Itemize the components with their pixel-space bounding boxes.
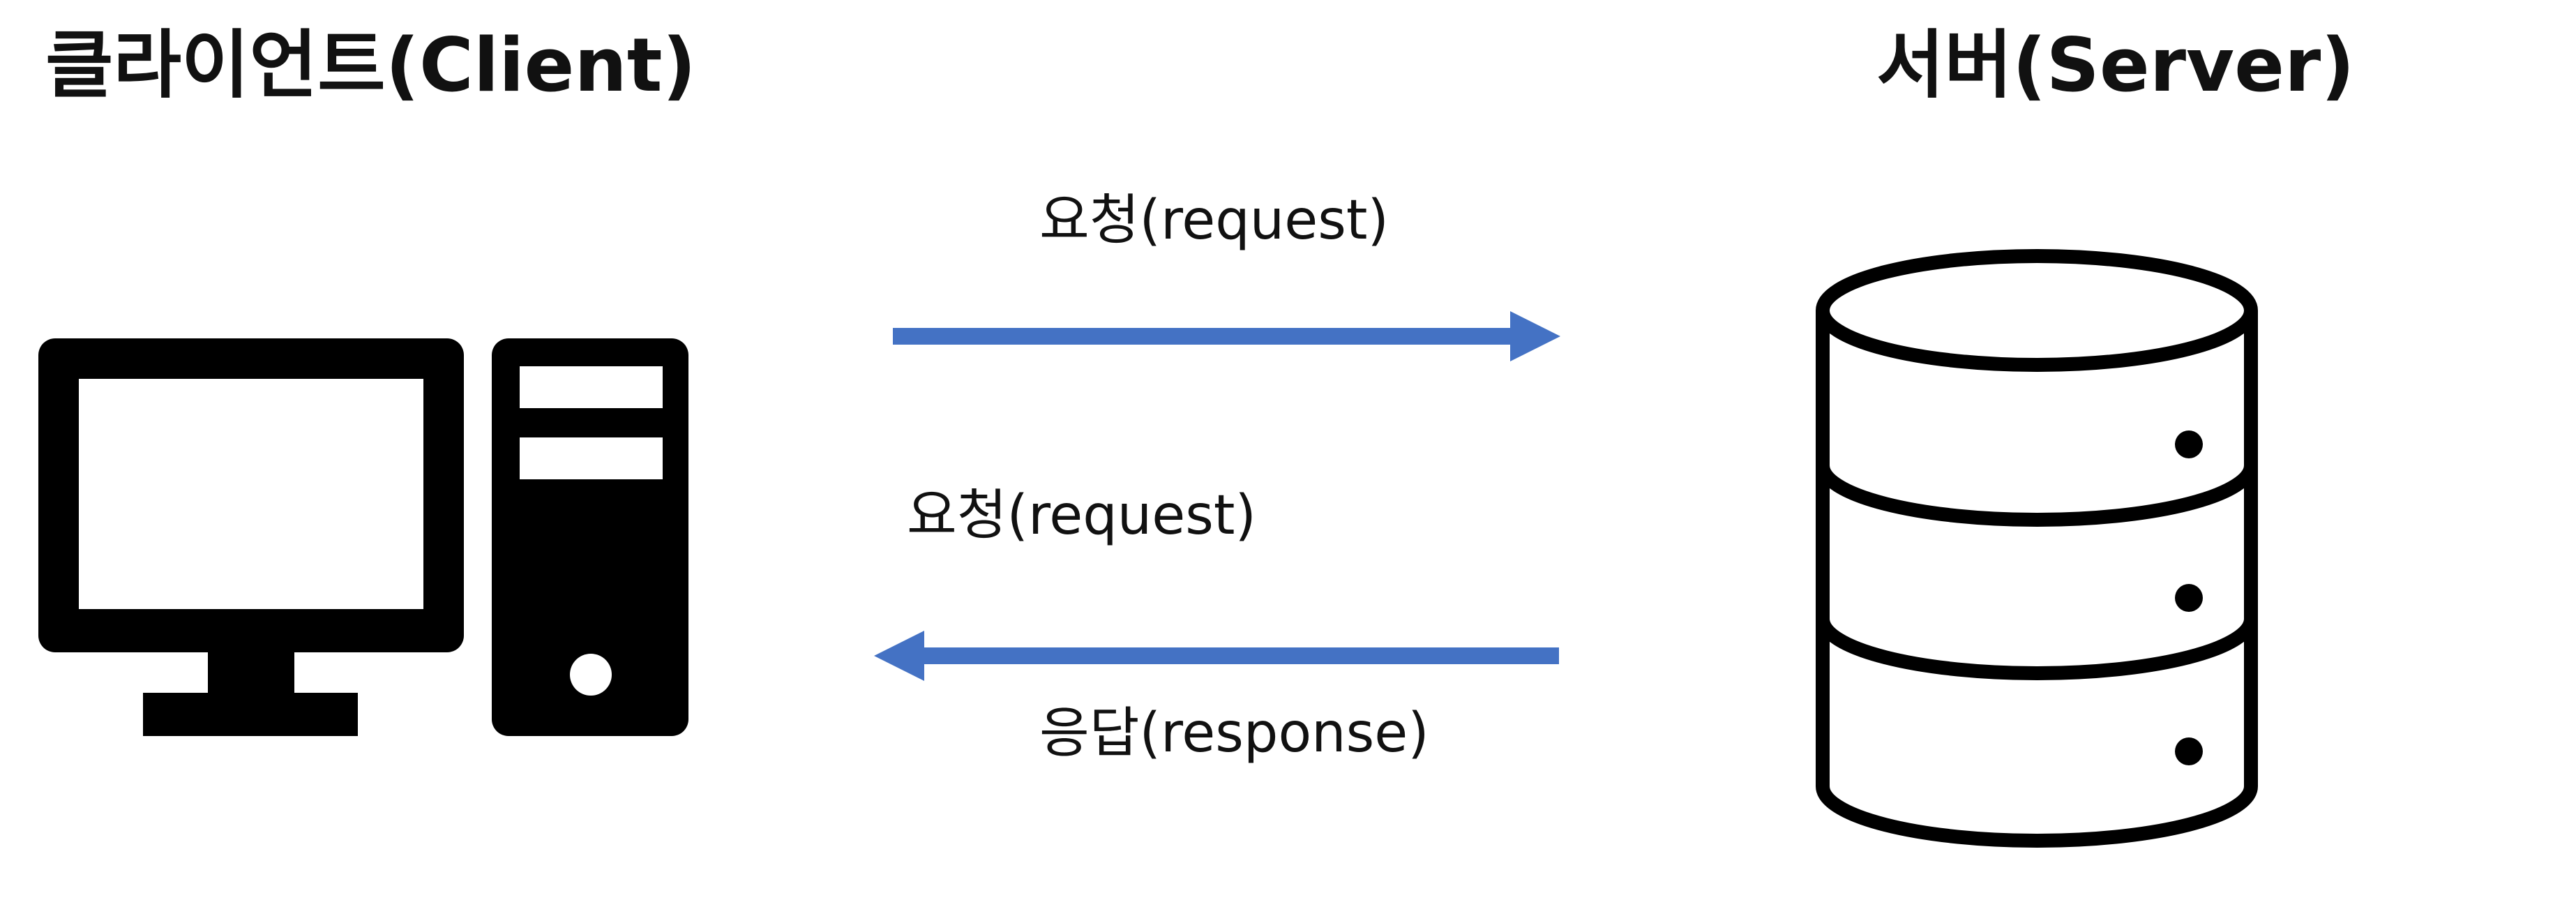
database-server-icon <box>1816 249 2258 848</box>
monitor-neck <box>208 652 294 694</box>
cylinder-divider-2 <box>1816 618 2258 680</box>
monitor-screen <box>79 379 423 609</box>
server-indicator-dot-2 <box>2175 584 2203 612</box>
cylinder-body <box>1816 310 2258 848</box>
tower-drive-bay-2 <box>520 437 663 479</box>
monitor-base <box>143 693 358 736</box>
tower-power-button <box>570 654 612 696</box>
request-arrow-label-secondary: 요청(request) <box>907 484 1256 547</box>
server-indicator-dot-3 <box>2175 737 2203 765</box>
server-indicator-dot-1 <box>2175 430 2203 458</box>
client-title: 클라이언트(Client) <box>45 22 696 108</box>
desktop-computer-icon <box>38 338 688 736</box>
response-arrow-label: 응답(response) <box>1039 702 1429 765</box>
response-arrow <box>874 631 1559 681</box>
request-arrow-label: 요청(request) <box>1039 189 1389 252</box>
request-arrow <box>893 311 1560 361</box>
cylinder-top <box>1816 249 2258 372</box>
server-title: 서버(Server) <box>1876 22 2355 108</box>
tower-drive-bay-1 <box>520 366 663 408</box>
cylinder-divider-1 <box>1816 465 2258 527</box>
